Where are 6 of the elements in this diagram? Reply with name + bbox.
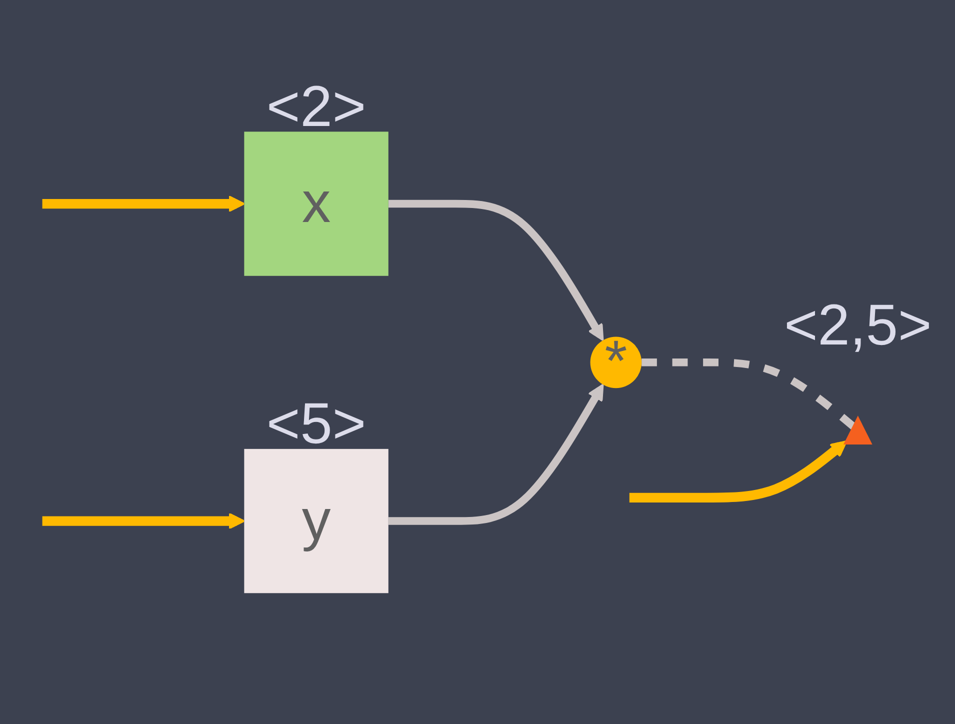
node-label: * — [604, 330, 628, 394]
value-label: <5> — [266, 392, 366, 458]
node-label: x — [302, 170, 331, 238]
node-label: y — [302, 488, 331, 554]
value-label: <2,5> — [784, 293, 932, 360]
value-label: <2> — [266, 74, 366, 141]
